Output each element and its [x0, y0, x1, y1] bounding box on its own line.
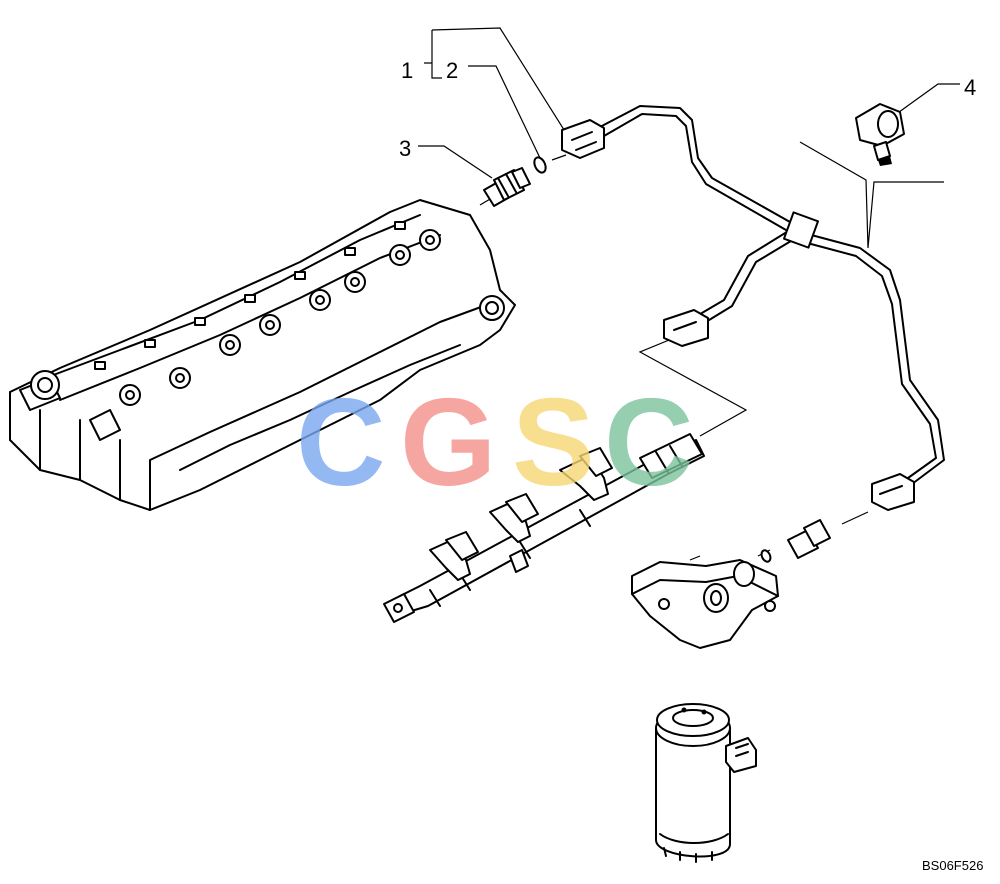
- head-bolts: [94, 221, 406, 370]
- part-4-sensor: [855, 103, 905, 166]
- part-2-sealing-ring: [533, 156, 547, 174]
- fuel-filter-canister: [655, 703, 757, 863]
- rail-fitting-2: [489, 493, 539, 543]
- fuel-filter-head: [631, 559, 779, 649]
- connector-upper: [561, 119, 605, 159]
- watermark-letter-g: G: [400, 385, 496, 495]
- watermark-letter-c1: C: [296, 385, 386, 495]
- connector-lower: [871, 473, 915, 511]
- filter-sensor-fitting: [760, 519, 831, 563]
- callout-1: 1: [401, 58, 414, 83]
- watermark-letter-s: S: [512, 385, 595, 495]
- rail-fitting-3: [559, 447, 613, 501]
- cgsc-watermark: C G S C: [296, 385, 694, 495]
- fuel-pipe-harness: [597, 105, 945, 485]
- part-3-sensor-fitting: [483, 167, 531, 207]
- head-ports: [30, 229, 505, 406]
- callout-4: 4: [964, 75, 977, 100]
- rail-fitting-1: [429, 531, 479, 581]
- fuel-rail: [383, 433, 705, 623]
- drawing-reference-code: BS06F526: [922, 858, 984, 873]
- callout-3: 3: [399, 136, 412, 161]
- cylinder-head: [9, 199, 516, 511]
- watermark-letter-c2: C: [604, 385, 694, 495]
- connector-middle: [663, 309, 709, 347]
- callout-2: 2: [446, 58, 459, 83]
